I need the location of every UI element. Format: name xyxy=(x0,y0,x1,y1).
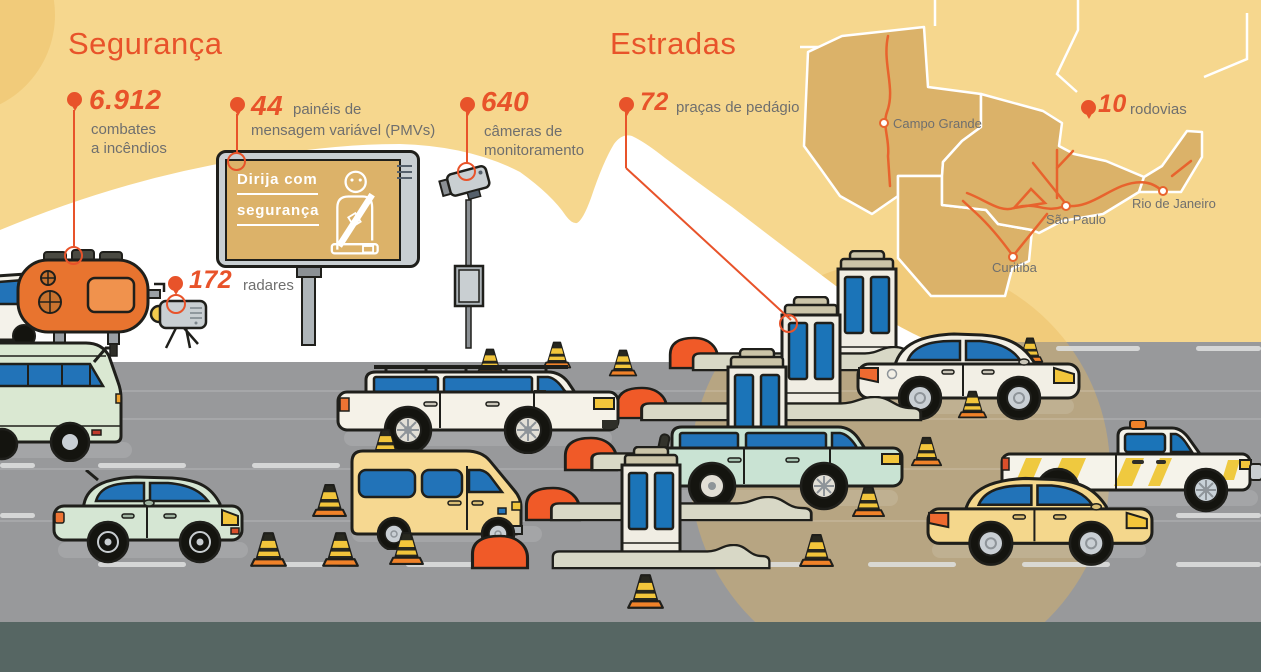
brazil-map xyxy=(800,0,1249,298)
stat-label-fire: combates a incêndios xyxy=(91,121,167,157)
stat-connector-line xyxy=(466,112,468,164)
stat-pin-icon xyxy=(619,97,634,116)
section-title-roads: Estradas xyxy=(610,26,737,61)
traffic-cone-icon xyxy=(249,530,288,569)
stat-connector-endpoint xyxy=(227,152,246,171)
lane-dash xyxy=(252,562,340,567)
monitoring-camera xyxy=(438,165,491,349)
toll-booth xyxy=(778,296,844,410)
stat-value-pmv: 44 xyxy=(251,90,284,121)
lane-dash xyxy=(0,463,35,468)
lane-dash xyxy=(252,463,340,468)
traffic-cone-icon xyxy=(311,482,348,519)
billboard: Dirija com segurança xyxy=(216,150,420,268)
toll-lane-island xyxy=(550,544,775,570)
stat-pin-icon xyxy=(1081,100,1096,119)
traffic-cone-icon xyxy=(910,435,943,468)
billboard-vent xyxy=(397,165,412,183)
stat-label-tolls: praças de pedágio xyxy=(676,99,800,116)
lane-dash xyxy=(868,562,956,567)
lane-dash xyxy=(1022,562,1110,567)
stat-connector-endpoint xyxy=(457,162,476,181)
lane-dash xyxy=(1176,562,1261,567)
stat-value-fire: 6.912 xyxy=(89,84,162,115)
stat-label-cameras: câmeras de monitoramento xyxy=(484,123,585,159)
stat-pin-icon xyxy=(460,97,475,116)
section-title-security: Segurança xyxy=(68,26,223,61)
traffic-cone-icon xyxy=(608,348,638,378)
toll-booth xyxy=(834,250,900,364)
stat-pin-icon xyxy=(67,92,82,111)
stat-value-radars: 172 xyxy=(189,266,233,294)
stat-label-radars: radares xyxy=(243,277,294,294)
map-city-label: Curitiba xyxy=(992,260,1037,275)
map-city-label: Campo Grande xyxy=(893,116,982,131)
lane-dash xyxy=(406,562,494,567)
map-highways xyxy=(884,34,1193,258)
bus xyxy=(0,341,123,462)
stat-value-highways: 10 xyxy=(1098,90,1127,118)
seatbelt-person-icon xyxy=(330,170,380,255)
crash-barrier-mound xyxy=(470,534,530,570)
stat-pin-icon xyxy=(230,97,245,116)
stat-value-tolls: 72 xyxy=(640,88,669,116)
van xyxy=(350,449,523,550)
stat-label-pmv-2: mensagem variável (PMVs) xyxy=(251,122,436,139)
traffic-cone-icon xyxy=(957,389,988,420)
map-city-dots xyxy=(879,118,1168,262)
toll-booth xyxy=(618,446,684,560)
stat-connector-endpoint xyxy=(779,314,798,333)
hatchback-car xyxy=(52,470,244,564)
lane-dash xyxy=(98,562,186,567)
stat-connector-diagonal xyxy=(625,167,792,321)
stat-connector-line xyxy=(236,114,238,154)
traffic-cone-icon xyxy=(321,530,360,569)
sun-circle xyxy=(0,0,55,115)
stat-pin-icon xyxy=(168,276,183,295)
sedan-yellow xyxy=(926,476,1154,566)
billboard-message: Dirija com segurança xyxy=(227,161,320,259)
footer-strip xyxy=(0,622,1261,672)
suv-roof-rack xyxy=(336,365,620,454)
stat-value-cameras: 640 xyxy=(481,86,530,117)
lane-dash xyxy=(1196,346,1261,351)
lane-dash xyxy=(1176,513,1261,518)
billboard-screen: Dirija com segurança xyxy=(225,159,401,261)
billboard-pole xyxy=(301,276,316,346)
traffic-cone-icon xyxy=(388,530,425,567)
stat-connector-endpoint xyxy=(64,246,83,265)
fire-tanker-truck xyxy=(0,249,166,346)
stat-connector-line xyxy=(73,110,75,248)
map-city-label: Rio de Janeiro xyxy=(1132,196,1216,211)
traffic-cone-icon xyxy=(851,484,886,519)
traffic-cone-icon xyxy=(798,532,835,569)
lane-dash xyxy=(1056,346,1140,351)
stat-connector-endpoint xyxy=(166,294,186,314)
traffic-cone-icon xyxy=(626,572,665,611)
lane-dash xyxy=(0,513,35,518)
stat-connector-line xyxy=(625,112,627,168)
stat-label-pmv-1: painéis de xyxy=(293,101,362,118)
lane-dash xyxy=(98,463,186,468)
map-highlighted-states xyxy=(802,25,1204,298)
stat-label-highways: rodovias xyxy=(1130,101,1187,118)
map-city-label: São Paulo xyxy=(1046,212,1106,227)
